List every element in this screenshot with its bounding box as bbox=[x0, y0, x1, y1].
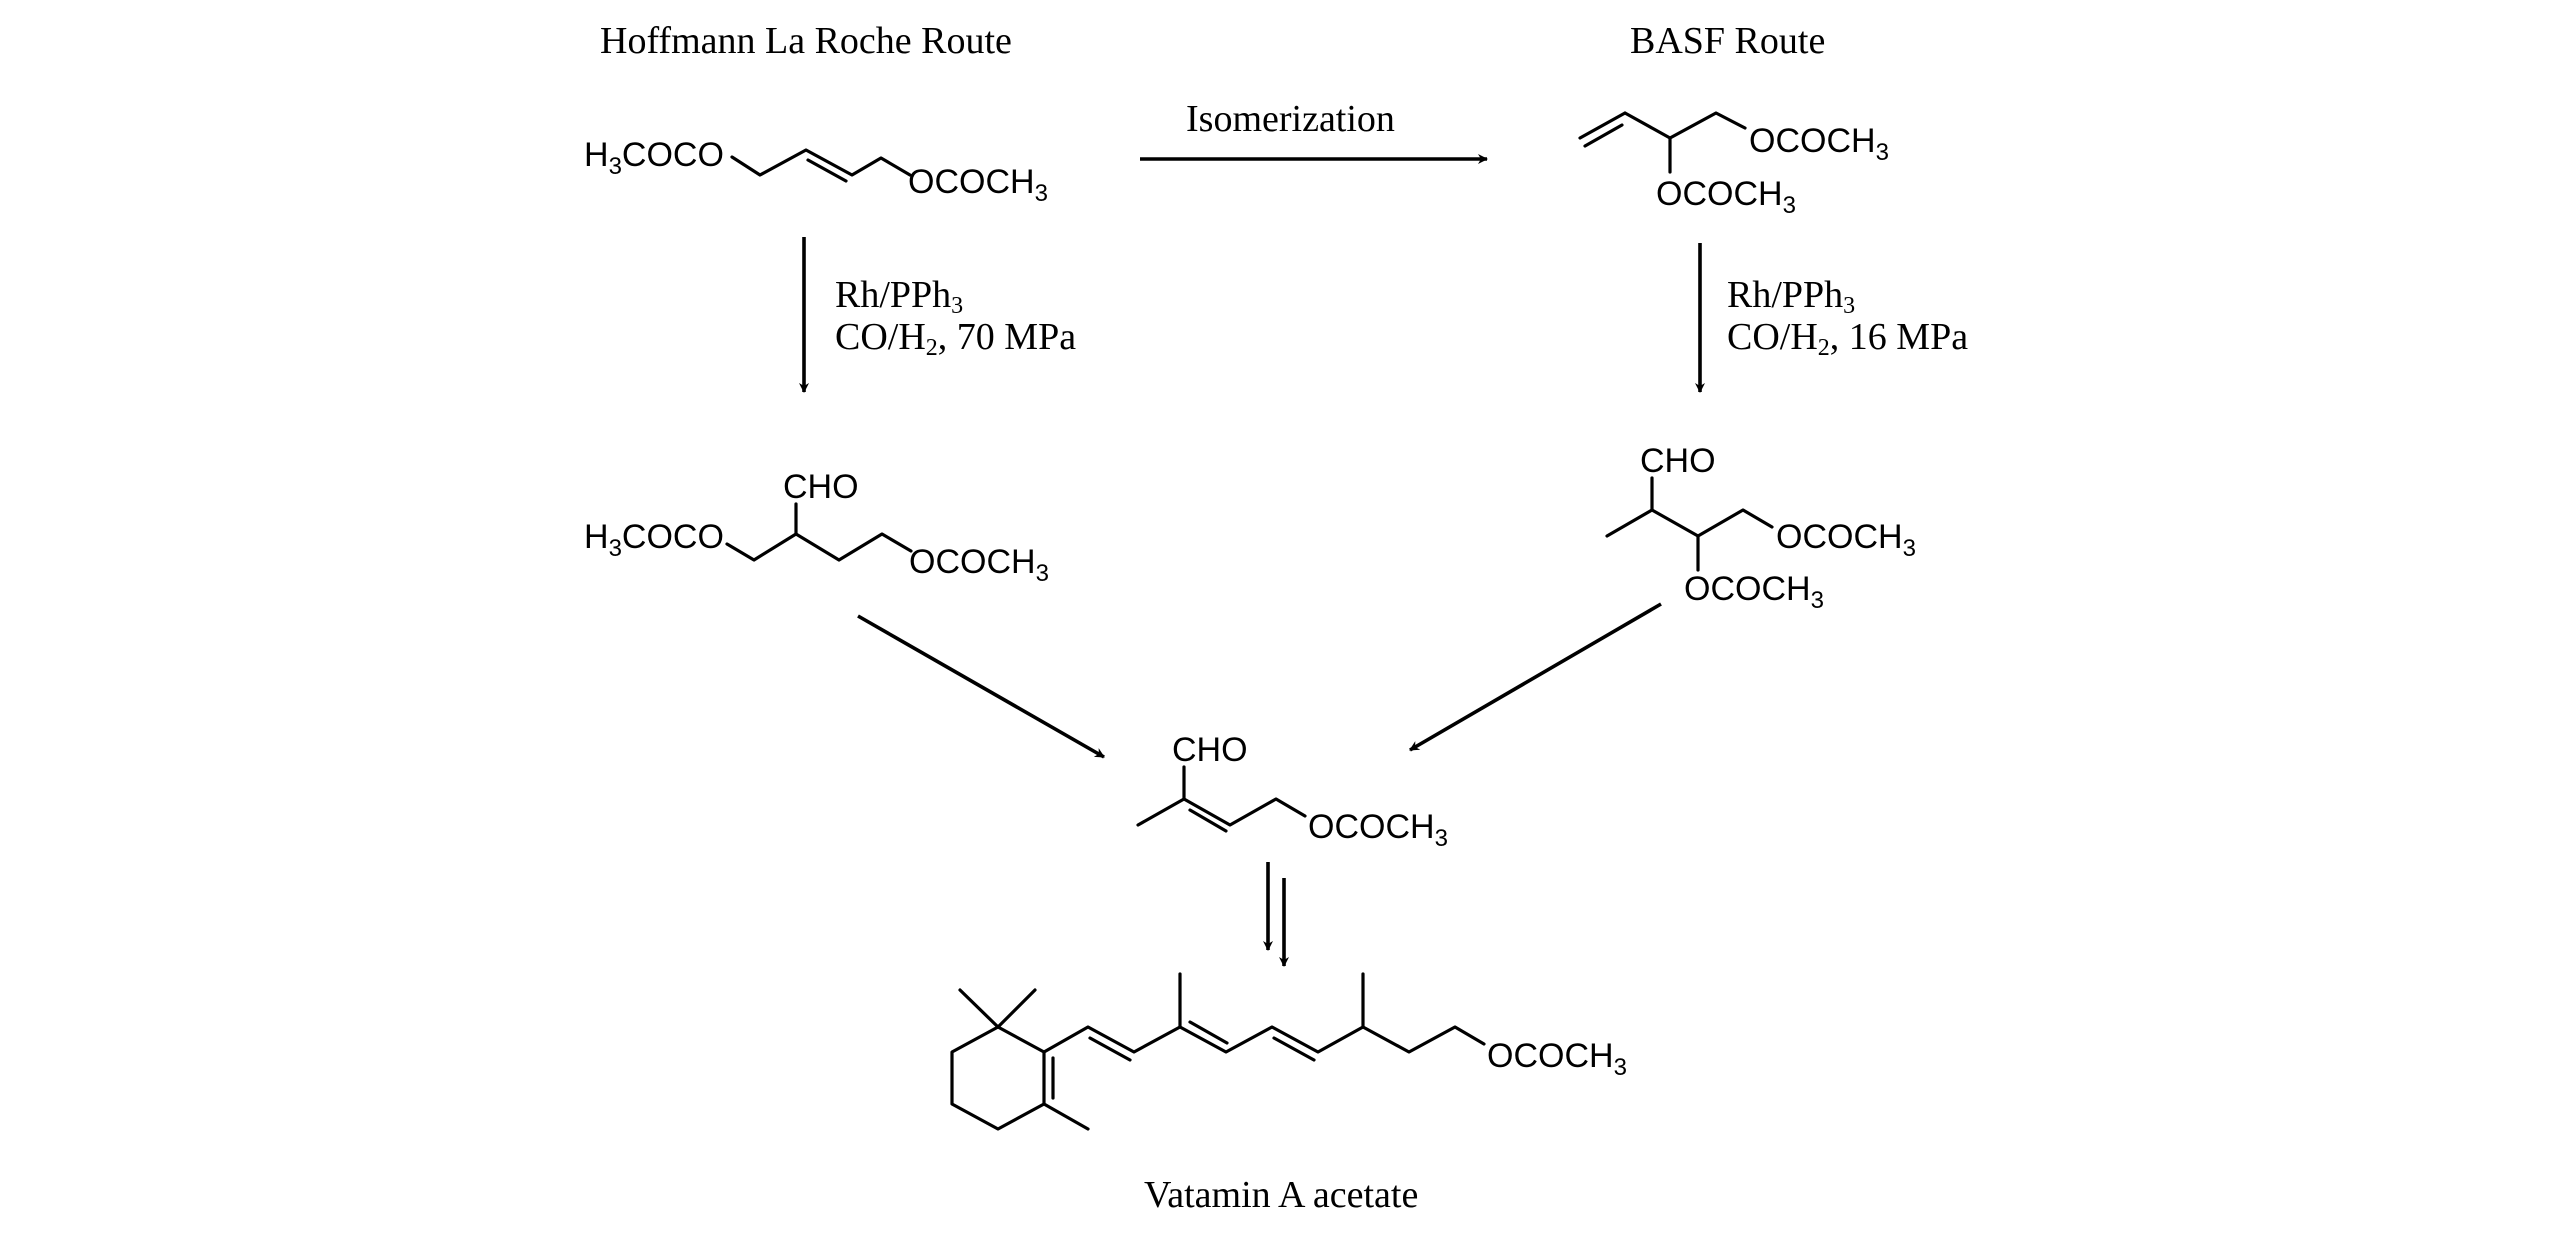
group-ococh3: OCOCH3 bbox=[909, 543, 1049, 587]
group-cho: CHO bbox=[1640, 442, 1716, 480]
molecule-diacetoxybutene-branched: OCOCH3 OCOCH3 bbox=[1578, 111, 1889, 219]
molecule-vitamin-a-acetate: OCOCH3 bbox=[950, 972, 1627, 1131]
bond-vinyl-double-inner bbox=[1583, 123, 1624, 148]
group-ococh3-terminal: OCOCH3 bbox=[1776, 518, 1916, 562]
molecule-c5-aldehyde-acetate: CHO OCOCH3 bbox=[1136, 731, 1448, 852]
bond-chain bbox=[730, 148, 912, 177]
group-cho: CHO bbox=[783, 468, 859, 506]
bond-ring-methyl bbox=[1042, 1102, 1090, 1131]
bond-ring bbox=[950, 1025, 1046, 1131]
bond-gem-methyl-2 bbox=[996, 988, 1037, 1029]
group-ococh3-branch: OCOCH3 bbox=[1656, 175, 1796, 219]
roche-to-c5-aldehyde-arrow bbox=[857, 614, 1105, 759]
group-h3coco: H3COCO bbox=[584, 136, 724, 180]
group-cho: CHO bbox=[1172, 731, 1248, 769]
bond-double-inner bbox=[1188, 808, 1228, 833]
bond-chain bbox=[1136, 797, 1307, 827]
bond-double-3-inner bbox=[1272, 1036, 1316, 1062]
group-ococh3: OCOCH3 bbox=[1487, 1037, 1627, 1081]
roche-catalyst: Rh/PPh3 bbox=[835, 274, 963, 319]
roche-gas-pressure: CO/H2, 70 MPa bbox=[835, 316, 1076, 361]
molecule-basf-aldehyde: CHO OCOCH3 OCOCH3 bbox=[1605, 442, 1916, 614]
group-ococh3-branch: OCOCH3 bbox=[1684, 570, 1824, 614]
molecule-roche-aldehyde: CHO H3COCO OCOCH3 bbox=[584, 468, 1049, 587]
bond-gem-methyl-1 bbox=[958, 988, 1000, 1029]
bond-polyene-chain bbox=[1042, 1025, 1486, 1054]
product-caption: Vatamin A acetate bbox=[1144, 1174, 1418, 1216]
basf-gas-pressure: CO/H2, 16 MPa bbox=[1727, 316, 1968, 361]
basf-to-c5-aldehyde-arrow bbox=[1409, 602, 1662, 752]
isomerization-label: Isomerization bbox=[1186, 98, 1395, 140]
bond-double-inner bbox=[806, 158, 848, 183]
molecule-diacetoxybutene: H3COCO OCOCH3 bbox=[584, 136, 1048, 207]
bond-vinyl-double-outer bbox=[1578, 111, 1627, 140]
bond-chain bbox=[725, 532, 913, 562]
bond-chain bbox=[1605, 508, 1774, 538]
bond-double-2-inner bbox=[1188, 1020, 1229, 1045]
bond-chain bbox=[1623, 111, 1747, 140]
group-ococh3: OCOCH3 bbox=[1308, 808, 1448, 852]
basf-route-title: BASF Route bbox=[1630, 20, 1825, 62]
bond-double-1-inner bbox=[1088, 1036, 1132, 1062]
roche-route-title: Hoffmann La Roche Route bbox=[600, 20, 1012, 62]
group-ococh3-terminal: OCOCH3 bbox=[1749, 122, 1889, 166]
basf-catalyst: Rh/PPh3 bbox=[1727, 274, 1855, 319]
group-ococh3: OCOCH3 bbox=[908, 163, 1048, 207]
group-h3coco: H3COCO bbox=[584, 518, 724, 562]
